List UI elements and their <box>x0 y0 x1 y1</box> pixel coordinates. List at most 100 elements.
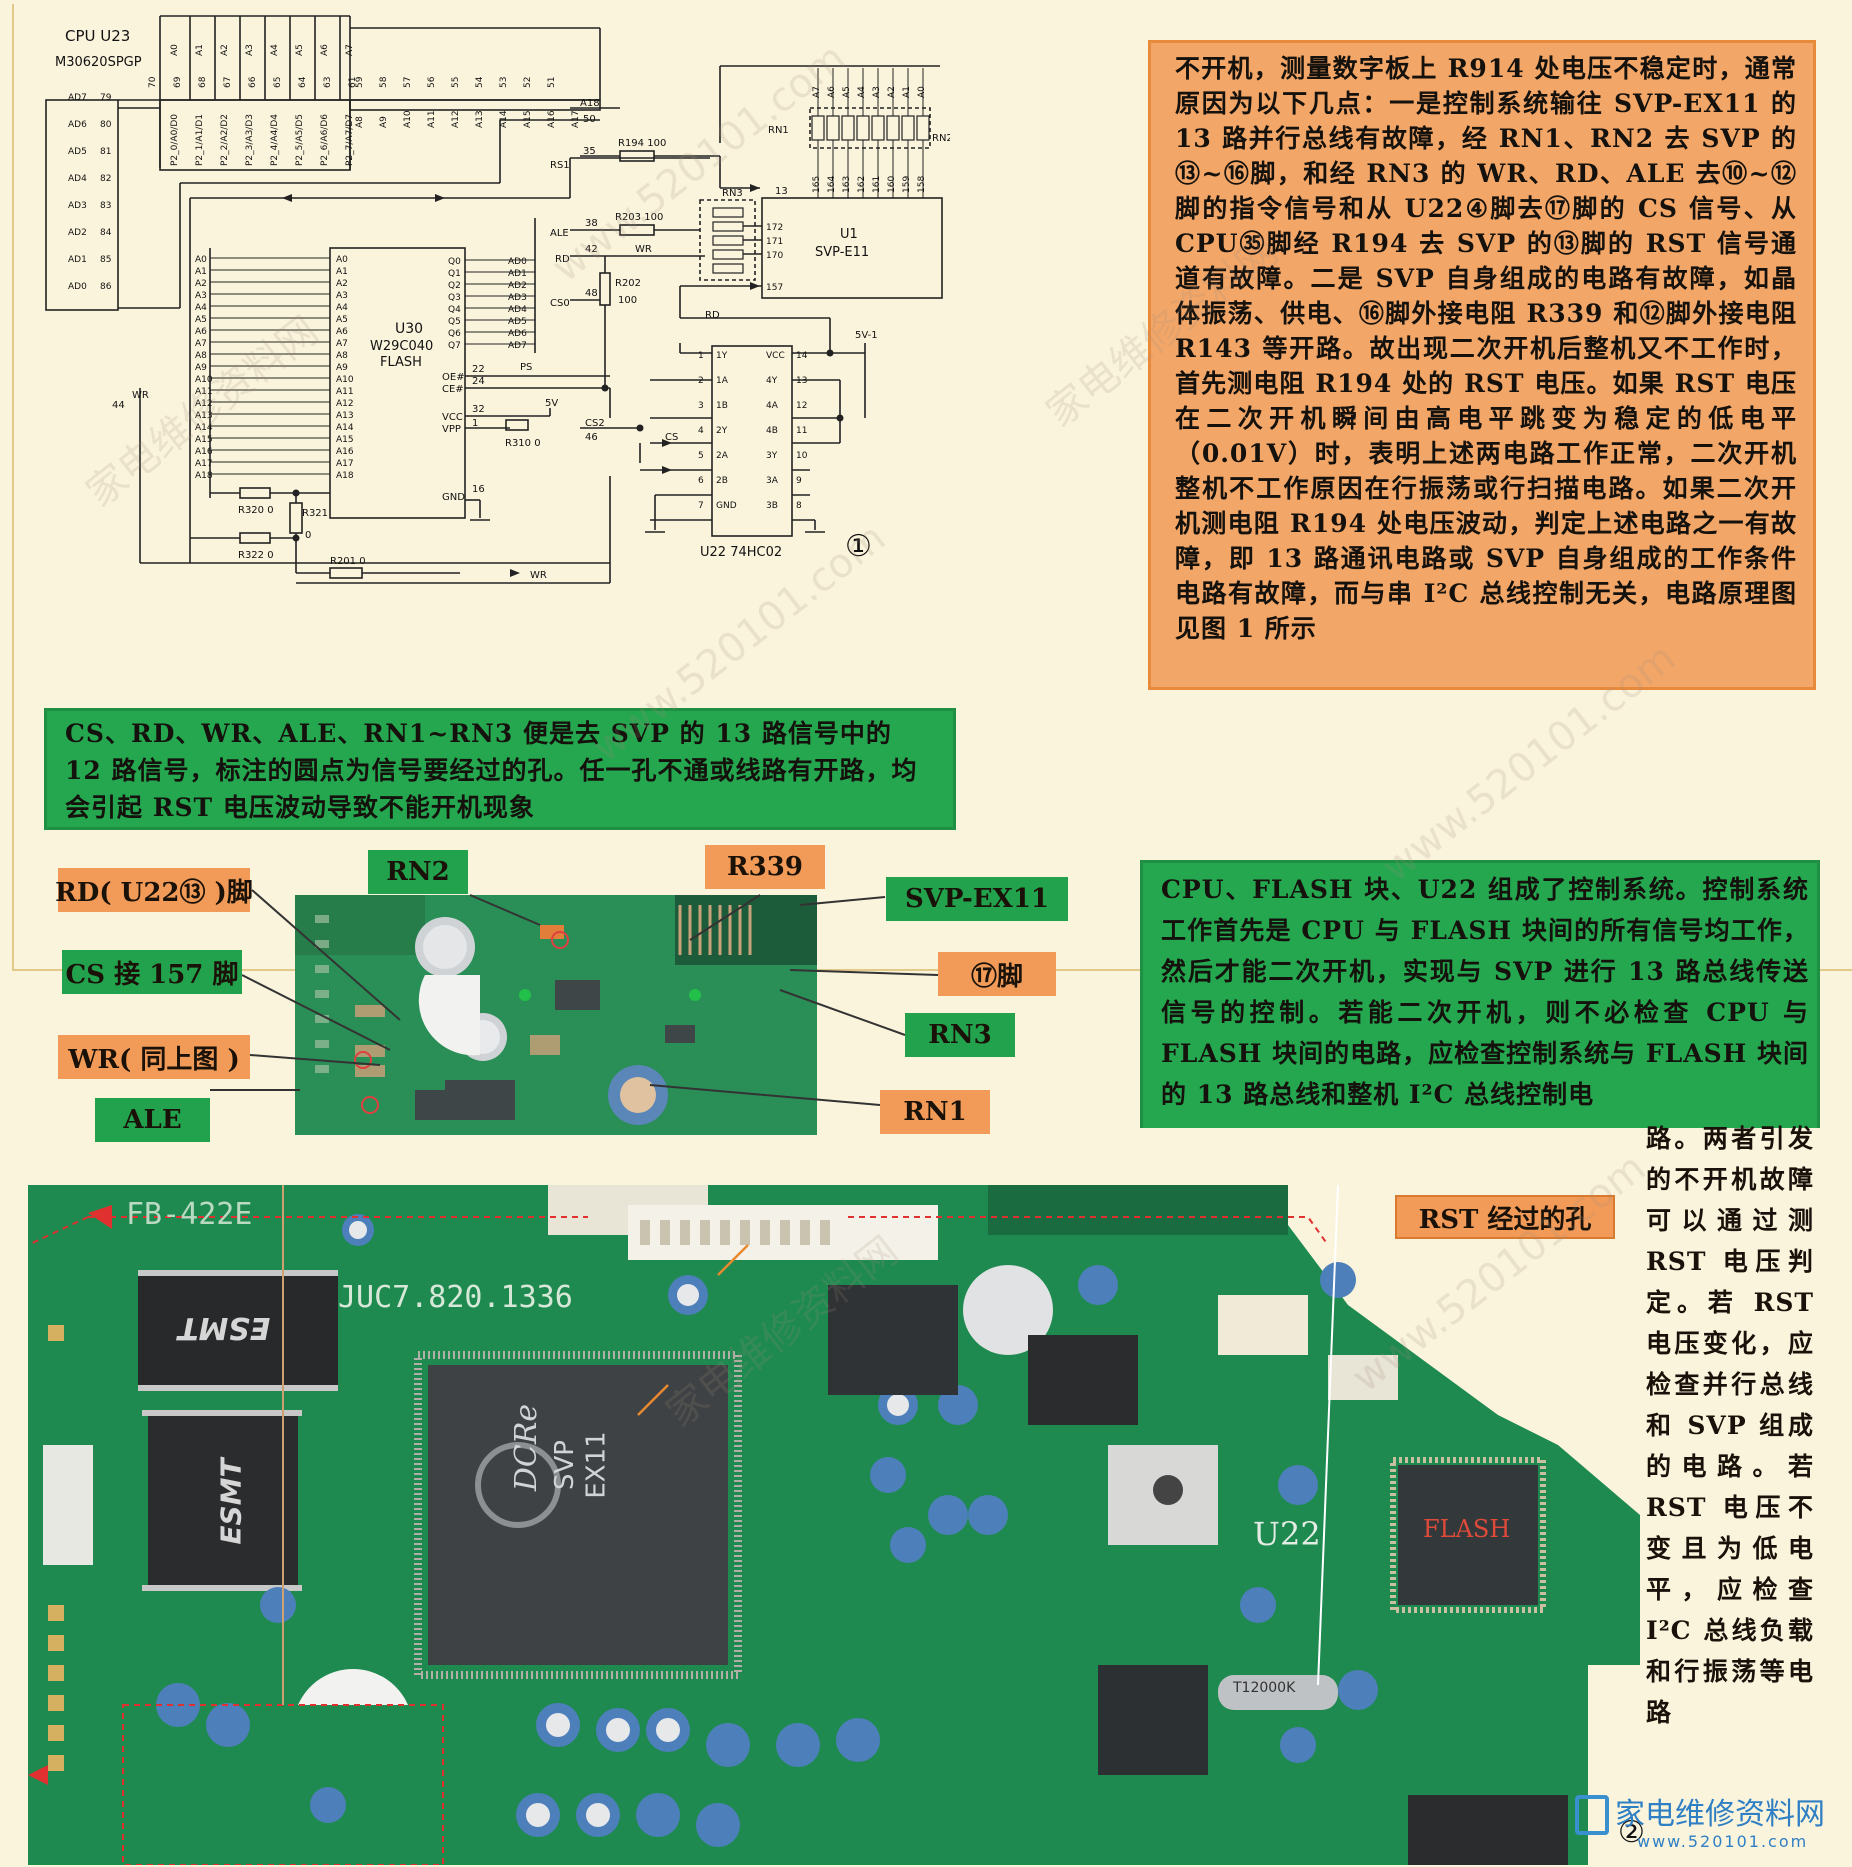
u22-right-pin: 3A <box>766 476 779 486</box>
u22-left-num: 4 <box>698 426 704 436</box>
green-note-narrow-column: 路。两者引发的不开机故障可以通过测 RST 电压判定。若 RST 电压变化，应检… <box>1640 1118 1820 1778</box>
addr-bus-label: A8 <box>355 116 365 128</box>
flash-data-pin: Q2 <box>448 281 461 291</box>
sig-r202: R202 <box>615 278 641 289</box>
tag-rn3: RN3 <box>905 1013 1015 1057</box>
addr-bus-label: A12 <box>451 110 461 128</box>
svp-chip-brand: DCRe <box>509 1403 545 1492</box>
cpu-ad-pin: AD2 <box>68 228 87 238</box>
u22-left-num: 7 <box>698 501 704 511</box>
u22-right-pin: 4B <box>766 426 778 436</box>
flash-data-out: AD1 <box>508 269 527 279</box>
u22-right-num: 9 <box>796 476 802 486</box>
svp-label: U1 <box>840 227 858 242</box>
u22-right-num: 14 <box>796 351 808 361</box>
addr-bus-label: A13 <box>475 110 485 128</box>
addr-bus-label: A9 <box>379 116 389 128</box>
u22-right-num: 8 <box>796 501 802 511</box>
cpu-p2-pin: P2_1/A1/D1 <box>195 114 205 166</box>
flash-addr-bus: A2 <box>195 279 207 289</box>
flash-addr-bus: A12 <box>195 399 213 409</box>
cpu-top-pin: A5 <box>295 44 305 56</box>
cpu-u23-box <box>45 99 119 311</box>
cpu-top-pin-num: 65 <box>273 77 283 88</box>
cpu-ad-pin: AD0 <box>68 282 87 292</box>
flash-addr-pin: A4 <box>336 303 348 313</box>
flash-type: FLASH <box>380 355 422 370</box>
u22-left-num: 6 <box>698 476 704 486</box>
flash-data-out: AD3 <box>508 293 527 303</box>
flash-addr-pin: A18 <box>336 471 354 481</box>
flash-part: W29C040 <box>370 339 433 354</box>
u22-left-pin: 1B <box>716 401 728 411</box>
sig-r322: R322 0 <box>238 550 274 561</box>
green-note-narrow-text: 路。两者引发的不开机故障可以通过测 RST 电压判定。若 RST 电压变化，应检… <box>1646 1124 1814 1727</box>
sig-wr-left: WR <box>132 390 149 401</box>
sig-wr: WR <box>635 244 652 255</box>
flash-addr-pin: A0 <box>336 255 348 265</box>
cpu-ad-pin: AD3 <box>68 201 87 211</box>
tag-r339: R339 <box>705 845 825 889</box>
cpu-p2-pin: P2_0/A0/D0 <box>170 114 180 166</box>
cpu-top-pin-num: 64 <box>298 76 308 88</box>
u22-74hc02-box <box>711 345 793 537</box>
sig-32: 32 <box>472 404 485 415</box>
flash-addr-bus: A4 <box>195 303 207 313</box>
flash-addr-pin: A13 <box>336 411 354 421</box>
sig-r194: R194 100 <box>618 138 666 149</box>
logo-mark-icon <box>1575 1795 1609 1835</box>
svp-pin-num: 161 <box>872 176 882 193</box>
silk-u22: U22 <box>1253 1515 1321 1553</box>
svp-side-pin: 172 <box>766 223 783 233</box>
cpu-ad-pin: AD6 <box>68 120 87 130</box>
cpu-p2-pin: P2_5/A5/D5 <box>295 114 305 166</box>
sig-5v: 5V <box>545 398 558 409</box>
u22-right-num: 11 <box>796 426 807 436</box>
sig-r321: R321 <box>302 508 328 519</box>
sig-r321-val: 0 <box>305 530 311 541</box>
cpu-ad-num: 83 <box>100 201 111 211</box>
flash-addr-bus: A11 <box>195 387 213 397</box>
flash-addr-bus: A17 <box>195 459 213 469</box>
addr-bus-num: 52 <box>523 77 533 88</box>
cpu-ad-pin: AD7 <box>68 93 87 103</box>
addr-bus-label: A15 <box>523 110 533 128</box>
main-board-photo: FB-422E JUC7.820.1336 ESMT ESMT DCRe SVP… <box>28 1185 1640 1865</box>
cpu-top-pin: A6 <box>320 44 330 56</box>
addr-bus-num: 56 <box>427 76 437 88</box>
u22-left-pin: 2A <box>716 451 729 461</box>
tag-pin17: ⑰脚 <box>938 952 1056 996</box>
u22-left-num: 3 <box>698 401 704 411</box>
svp-pin-num: 159 <box>902 176 912 193</box>
sig-r201: R201 0 <box>330 556 366 567</box>
sig-ale: ALE <box>550 228 569 239</box>
top-section-frame <box>12 4 1852 971</box>
tag-ale: ALE <box>95 1098 210 1142</box>
cpu-ad-num: 81 <box>100 147 111 157</box>
flash-addr-pin: A7 <box>336 339 348 349</box>
cpu-p2-pin: P2_4/A4/D4 <box>270 114 280 166</box>
figure-number-1: ① <box>845 529 872 564</box>
flash-data-pin: Q3 <box>448 293 461 303</box>
u22-left-pin: GND <box>716 501 737 511</box>
cpu-p2-pin: P2_6/A6/D6 <box>320 114 330 166</box>
flash-addr-bus: A10 <box>195 375 213 385</box>
cpu-ad-pin: AD5 <box>68 147 87 157</box>
sig-44: 44 <box>112 400 125 411</box>
cpu-ad-pin: AD1 <box>68 255 87 265</box>
flash-data-out: AD4 <box>508 305 527 315</box>
sig-50: 50 <box>583 114 596 125</box>
u22-right-num: 10 <box>796 451 808 461</box>
chip-esmt-2: ESMT <box>214 1458 248 1545</box>
sig-vpp: VPP <box>442 424 461 435</box>
site-logo: 家电维修资料网 www.520101.com <box>1575 1787 1845 1862</box>
u22-right-num: 13 <box>796 376 807 386</box>
svp-addr-pin: A3 <box>872 86 882 98</box>
main-board-art <box>28 1185 1640 1865</box>
u22-right-pin: 3B <box>766 501 778 511</box>
pcb-closeup-art <box>295 895 817 1135</box>
green-note-signals: CS、RD、WR、ALE、RN1~RN3 便是去 SVP 的 13 路信号中的 … <box>44 708 956 830</box>
u22-left-pin: 1Y <box>716 351 728 361</box>
flash-addr-bus: A14 <box>195 423 213 433</box>
svp-addr-pin: A6 <box>827 86 837 98</box>
